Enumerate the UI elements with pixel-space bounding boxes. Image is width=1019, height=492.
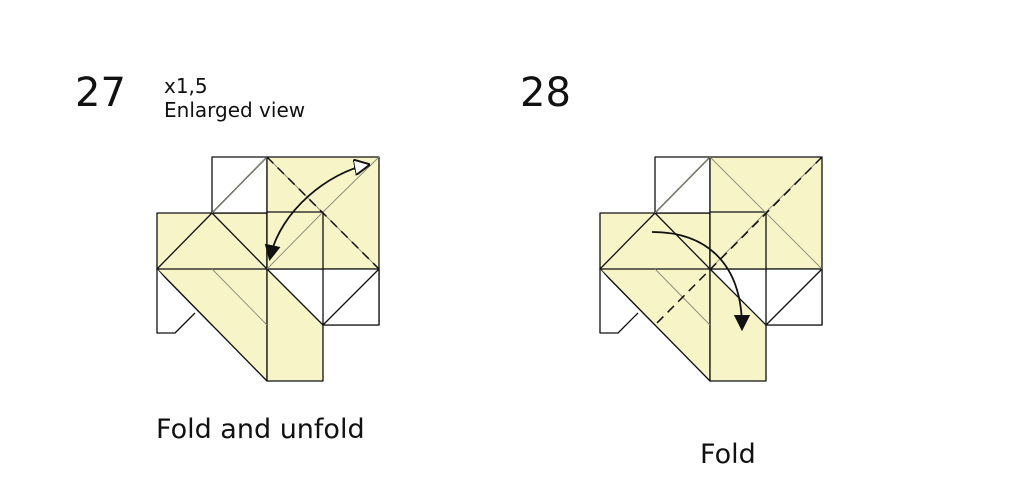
- valley-fold-line-28: [654, 156, 823, 326]
- step-27-caption: Fold and unfold: [156, 414, 365, 445]
- step-28-number: 28: [520, 70, 571, 116]
- white-lower-triangle: [322, 268, 380, 326]
- left-tab-28: [599, 269, 639, 334]
- step-27-enlarged-note: Enlarged view: [164, 98, 306, 122]
- white-lower-triangle-28: [765, 268, 823, 326]
- step-28-caption: Fold: [700, 439, 756, 470]
- step-27-scale: x1,5: [164, 74, 208, 98]
- step-27-model: [156, 156, 380, 382]
- step-27-number: 27: [75, 70, 126, 116]
- left-tab: [156, 269, 196, 334]
- fold-unfold-arrow: [270, 165, 367, 258]
- lower-fold-b: [266, 268, 324, 382]
- fold-arrow: [651, 231, 751, 332]
- lower-fold-b-28: [709, 268, 767, 382]
